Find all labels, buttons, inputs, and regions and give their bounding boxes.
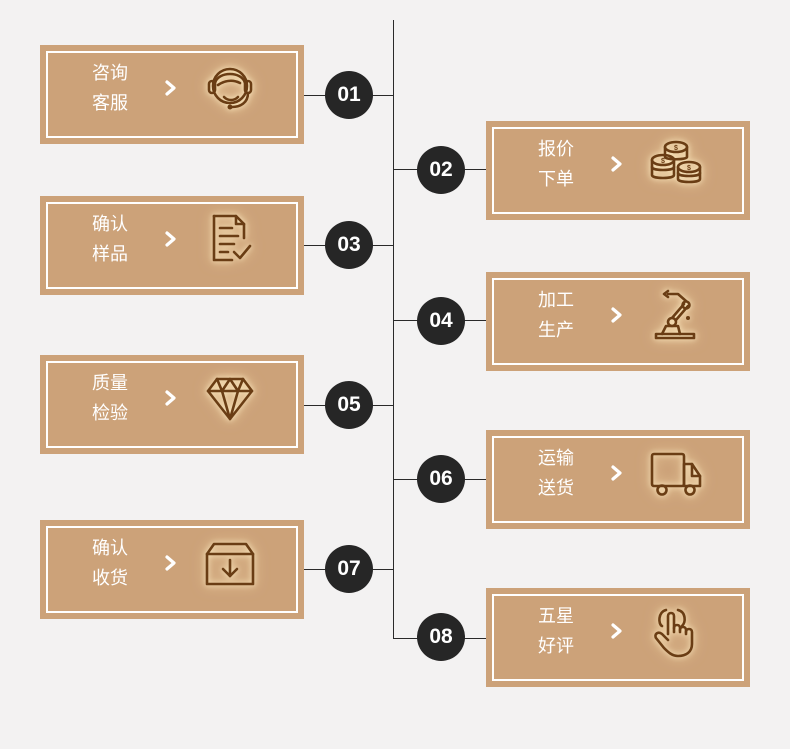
chevron-right-icon bbox=[611, 307, 622, 323]
step-label: 咨询客服 bbox=[92, 63, 128, 114]
document-check-icon bbox=[202, 212, 258, 268]
hand-pointer-icon bbox=[648, 604, 704, 660]
step-number-badge: 05 bbox=[325, 381, 373, 429]
step-card-consult: 咨询客服 bbox=[40, 45, 304, 144]
step-card-review: 五星好评 bbox=[486, 588, 750, 687]
chevron-right-icon bbox=[165, 231, 176, 247]
step-number-badge: 08 bbox=[417, 613, 465, 661]
step-card-production: 加工生产 bbox=[486, 272, 750, 371]
step-label: 报价下单 bbox=[538, 139, 574, 190]
step-label: 质量检验 bbox=[92, 373, 128, 424]
chevron-right-icon bbox=[165, 555, 176, 571]
step-card-sample: 确认样品 bbox=[40, 196, 304, 295]
step-card-inspection: 质量检验 bbox=[40, 355, 304, 454]
svg-text:$: $ bbox=[661, 158, 665, 165]
chevron-right-icon bbox=[611, 623, 622, 639]
robot-arm-icon bbox=[648, 288, 704, 344]
chevron-right-icon bbox=[611, 465, 622, 481]
diamond-icon bbox=[202, 371, 258, 427]
headset-icon bbox=[202, 61, 258, 117]
truck-icon bbox=[648, 446, 704, 502]
step-card-quote: 报价下单 $ $ $ bbox=[486, 121, 750, 220]
svg-text:$: $ bbox=[687, 165, 691, 172]
step-card-receive: 确认收货 bbox=[40, 520, 304, 619]
box-download-icon bbox=[202, 536, 258, 592]
chevron-right-icon bbox=[611, 156, 622, 172]
step-number-badge: 02 bbox=[417, 146, 465, 194]
step-number-badge: 04 bbox=[417, 297, 465, 345]
svg-text:$: $ bbox=[674, 145, 678, 152]
chevron-right-icon bbox=[165, 80, 176, 96]
step-card-delivery: 运输送货 bbox=[486, 430, 750, 529]
chevron-right-icon bbox=[165, 390, 176, 406]
step-number-badge: 07 bbox=[325, 545, 373, 593]
step-label: 确认样品 bbox=[92, 214, 128, 265]
step-label: 加工生产 bbox=[538, 290, 574, 341]
step-number-badge: 06 bbox=[417, 455, 465, 503]
step-label: 五星好评 bbox=[538, 606, 574, 657]
timeline-line bbox=[393, 20, 394, 639]
step-number-badge: 01 bbox=[325, 71, 373, 119]
step-label: 运输送货 bbox=[538, 448, 574, 499]
step-label: 确认收货 bbox=[92, 538, 128, 589]
step-number-badge: 03 bbox=[325, 221, 373, 269]
coins-icon: $ $ $ bbox=[648, 137, 704, 193]
